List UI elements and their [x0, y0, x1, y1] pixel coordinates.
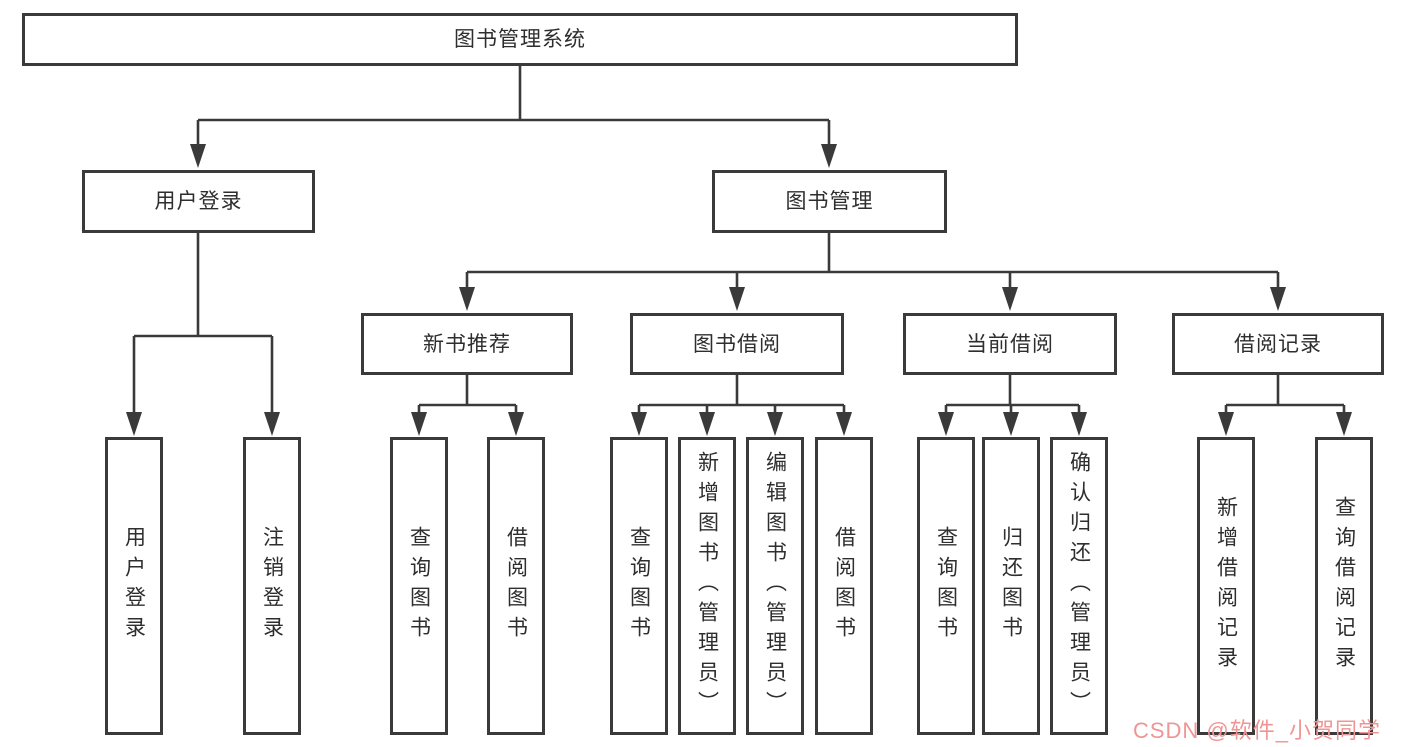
leaf-cb-return-books: 归还图书 [982, 437, 1040, 735]
node-new-book-recommendation: 新书推荐 [361, 313, 573, 375]
leaf-bb-add-books-admin: 新增图书（管理员） [678, 437, 736, 735]
leaf-cb-confirm-return-admin: 确认归还（管理员） [1050, 437, 1108, 735]
node-book-management-label: 图书管理 [785, 190, 874, 213]
leaf-bb-edit-books-admin: 编辑图书（管理员） [746, 437, 804, 735]
node-user-login: 用户登录 [82, 170, 315, 233]
leaf-nb-borrow-books: 借阅图书 [487, 437, 545, 735]
leaf-nb-borrow-books-label: 借阅图书 [504, 526, 528, 646]
leaf-logout-label: 注销登录 [260, 526, 284, 646]
leaf-bb-edit-books-admin-label: 编辑图书（管理员） [763, 451, 787, 721]
node-borrowing-records: 借阅记录 [1172, 313, 1384, 375]
node-new-book-recommendation-label: 新书推荐 [423, 332, 511, 356]
node-user-login-label: 用户登录 [154, 190, 243, 213]
node-root-label: 图书管理系统 [454, 28, 586, 51]
leaf-br-add-record: 新增借阅记录 [1197, 437, 1255, 735]
leaf-user-login: 用户登录 [105, 437, 163, 735]
node-book-management: 图书管理 [712, 170, 947, 233]
leaf-cb-confirm-return-admin-label: 确认归还（管理员） [1067, 451, 1091, 721]
leaf-br-query-record: 查询借阅记录 [1315, 437, 1373, 735]
leaf-bb-borrow-books: 借阅图书 [815, 437, 873, 735]
leaf-bb-borrow-books-label: 借阅图书 [832, 526, 856, 646]
node-borrowing-records-label: 借阅记录 [1234, 332, 1322, 356]
node-current-borrowing: 当前借阅 [903, 313, 1117, 375]
leaf-nb-query-books-label: 查询图书 [407, 526, 431, 646]
leaf-user-login-label: 用户登录 [122, 526, 146, 646]
leaf-logout: 注销登录 [243, 437, 301, 735]
node-book-borrowing-label: 图书借阅 [693, 332, 781, 356]
node-root: 图书管理系统 [22, 13, 1018, 66]
node-current-borrowing-label: 当前借阅 [966, 332, 1054, 356]
leaf-cb-query-books: 查询图书 [917, 437, 975, 735]
leaf-br-add-record-label: 新增借阅记录 [1214, 496, 1238, 676]
leaf-cb-return-books-label: 归还图书 [999, 526, 1023, 646]
leaf-cb-query-books-label: 查询图书 [934, 526, 958, 646]
leaf-bb-query-books-label: 查询图书 [627, 526, 651, 646]
leaf-bb-query-books: 查询图书 [610, 437, 668, 735]
csdn-watermark: CSDN @软件_小贺同学 [1132, 718, 1381, 743]
node-book-borrowing: 图书借阅 [630, 313, 844, 375]
leaf-bb-add-books-admin-label: 新增图书（管理员） [695, 451, 719, 721]
leaf-br-query-record-label: 查询借阅记录 [1332, 496, 1356, 676]
leaf-nb-query-books: 查询图书 [390, 437, 448, 735]
